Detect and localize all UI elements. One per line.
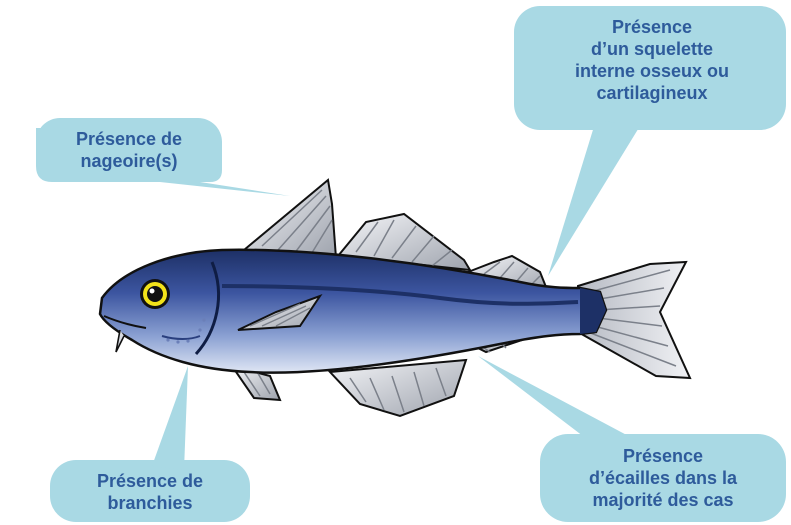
fish-eye [140,279,170,309]
callout-fins-label: Présence de nageoire(s) [36,128,222,172]
callout-gills-label: Présence de branchies [60,470,240,514]
callout-scales-label: Présence d’écailles dans la majorité des… [546,445,780,511]
callout-skeleton-label: Présence d’un squelette interne osseux o… [532,16,772,104]
